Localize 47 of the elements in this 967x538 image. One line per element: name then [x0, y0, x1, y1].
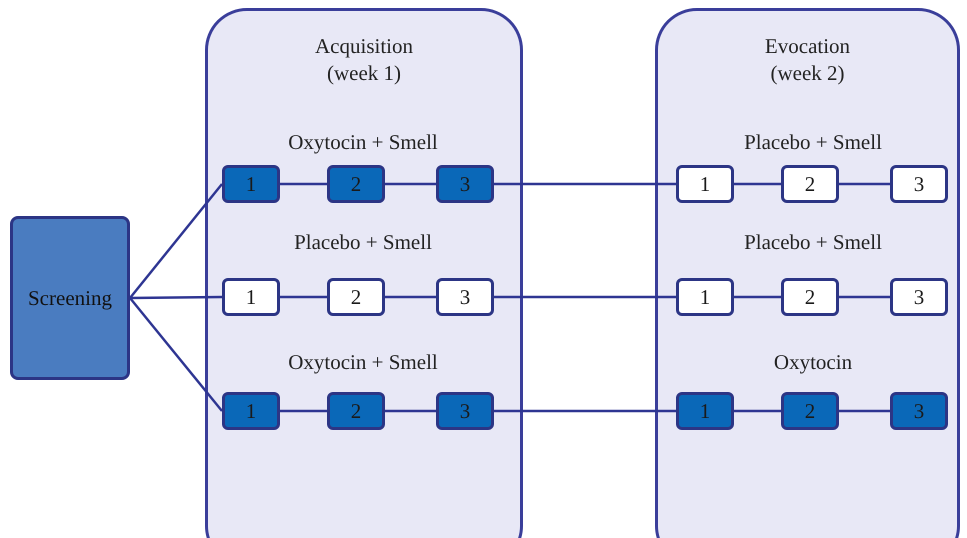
connector-line [280, 410, 327, 412]
connector-line [129, 183, 223, 299]
condition-label: Oxytocin + Smell [287, 350, 439, 375]
session-box: 2 [327, 165, 385, 203]
connector-line [385, 410, 436, 412]
connector-line [494, 182, 676, 186]
connector-line [280, 182, 327, 186]
session-box: 1 [222, 392, 280, 430]
connector-line [839, 296, 890, 298]
session-box: 1 [676, 165, 734, 203]
session-box: 3 [436, 278, 494, 316]
connector-line [734, 296, 781, 298]
session-box: 3 [890, 392, 948, 430]
connector-line [734, 182, 781, 186]
connector-line [494, 296, 676, 298]
connector-line [385, 182, 436, 186]
connector-line [280, 296, 327, 298]
condition-label: Oxytocin + Smell [287, 130, 439, 155]
panel-title: Evocation (week 2) [764, 33, 852, 87]
connector-line [385, 296, 436, 298]
panel-title: Acquisition (week 1) [314, 33, 414, 87]
session-box: 2 [781, 165, 839, 203]
session-box: 2 [327, 278, 385, 316]
connector-line [130, 296, 222, 300]
session-box: 2 [781, 278, 839, 316]
connector-line [494, 410, 676, 412]
session-box: 3 [436, 165, 494, 203]
connector-line [129, 297, 223, 412]
connector-line [734, 410, 781, 412]
session-box: 1 [222, 165, 280, 203]
session-box: 3 [436, 392, 494, 430]
session-box: 3 [890, 278, 948, 316]
condition-label: Oxytocin [772, 350, 854, 375]
screening-box: Screening [10, 216, 130, 380]
session-box: 3 [890, 165, 948, 203]
condition-label: Placebo + Smell [743, 230, 883, 255]
session-box: 1 [676, 278, 734, 316]
session-box: 2 [327, 392, 385, 430]
connector-line [839, 182, 890, 186]
session-box: 1 [676, 392, 734, 430]
phase-panel [205, 8, 523, 538]
condition-label: Placebo + Smell [293, 230, 433, 255]
condition-label: Placebo + Smell [743, 130, 883, 155]
phase-panel [655, 8, 960, 538]
connector-line [839, 410, 890, 412]
session-box: 1 [222, 278, 280, 316]
session-box: 2 [781, 392, 839, 430]
